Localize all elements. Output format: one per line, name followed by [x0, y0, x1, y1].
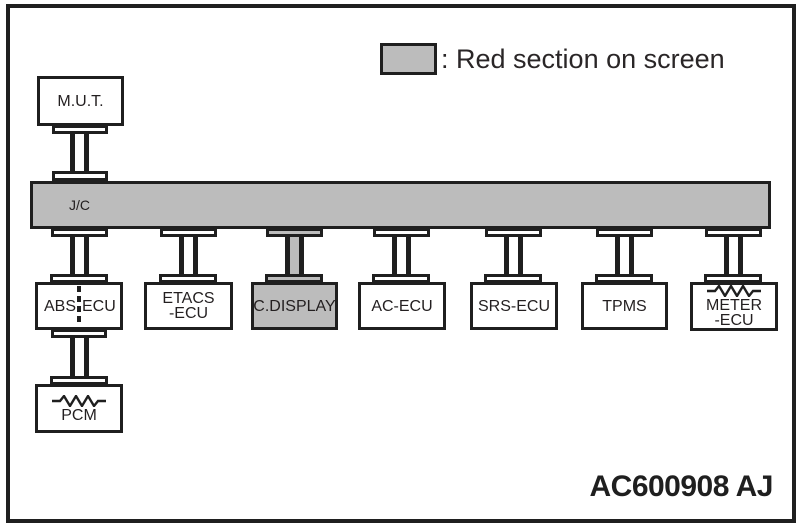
node-abs-label-right: ECU — [82, 297, 116, 315]
connector-legs-abs — [70, 235, 89, 276]
node-c-display: C.DISPLAY — [251, 282, 338, 330]
pcm-connector-legs — [70, 337, 89, 378]
mut-connector-flange-bottom — [52, 171, 108, 181]
node-pcm: PCM — [35, 384, 123, 433]
node-meter-label-line1: METER — [706, 297, 762, 314]
connector-legs-srs — [504, 235, 523, 276]
connector-flange-bottom-ac — [372, 274, 430, 283]
node-ac-label: AC-ECU — [371, 297, 433, 315]
node-tpms-label: TPMS — [602, 297, 647, 315]
connector-flange-top-meter — [705, 228, 762, 237]
node-meter-ecu: METER -ECU — [690, 282, 778, 331]
mut-connector-flange-top — [52, 125, 108, 134]
node-etacs-ecu: ETACS -ECU — [144, 282, 233, 330]
connector-legs-cdisplay — [285, 235, 304, 276]
connector-legs-meter — [724, 235, 743, 276]
pcm-connector-flange-top — [51, 329, 107, 338]
connector-flange-top-etacs — [160, 228, 217, 237]
node-c-display-label: C.DISPLAY — [253, 297, 336, 315]
connector-flange-top-srs — [485, 228, 542, 237]
connector-flange-bottom-etacs — [159, 274, 217, 283]
junction-bus-bar: J/C — [30, 181, 771, 229]
node-abs-label-left: ABS — [43, 297, 76, 315]
node-srs-ecu: SRS-ECU — [470, 282, 558, 330]
node-pcm-label: PCM — [61, 406, 97, 424]
connector-legs-etacs — [179, 235, 198, 276]
connector-flange-top-cdisplay — [266, 228, 323, 237]
node-meter-label-line2: -ECU — [714, 312, 754, 329]
legend-swatch — [380, 43, 437, 75]
connector-flange-bottom-tpms — [595, 274, 653, 283]
node-tpms: TPMS — [581, 282, 668, 330]
connector-flange-top-abs — [51, 228, 108, 237]
abs-internal-dashed-divider — [77, 286, 81, 326]
connector-flange-top-ac — [373, 228, 430, 237]
connector-legs-tpms — [615, 235, 634, 276]
bus-label: J/C — [69, 197, 90, 213]
node-srs-label: SRS-ECU — [477, 297, 550, 315]
node-ac-ecu: AC-ECU — [358, 282, 446, 330]
mut-connector-legs — [70, 132, 89, 174]
connector-flange-bottom-meter — [704, 274, 762, 283]
connector-legs-ac — [392, 235, 411, 276]
connector-flange-top-tpms — [596, 228, 653, 237]
node-mut-label: M.U.T. — [57, 92, 104, 110]
connector-flange-bottom-srs — [484, 274, 542, 283]
node-abs-ecu: ABS ECU — [35, 282, 123, 330]
figure-code: AC600908 AJ — [589, 470, 773, 503]
node-mut: M.U.T. — [37, 76, 124, 126]
connector-flange-bottom-cdisplay — [265, 274, 323, 283]
connector-flange-bottom-abs — [50, 274, 108, 283]
node-etacs-label-line2: -ECU — [168, 305, 209, 322]
resistor-icon — [707, 285, 761, 297]
resistor-icon — [52, 394, 106, 407]
node-etacs-label-line1: ETACS — [162, 290, 215, 307]
legend-label: : Red section on screen — [441, 43, 725, 74]
pcm-connector-flange-bottom — [50, 376, 108, 385]
